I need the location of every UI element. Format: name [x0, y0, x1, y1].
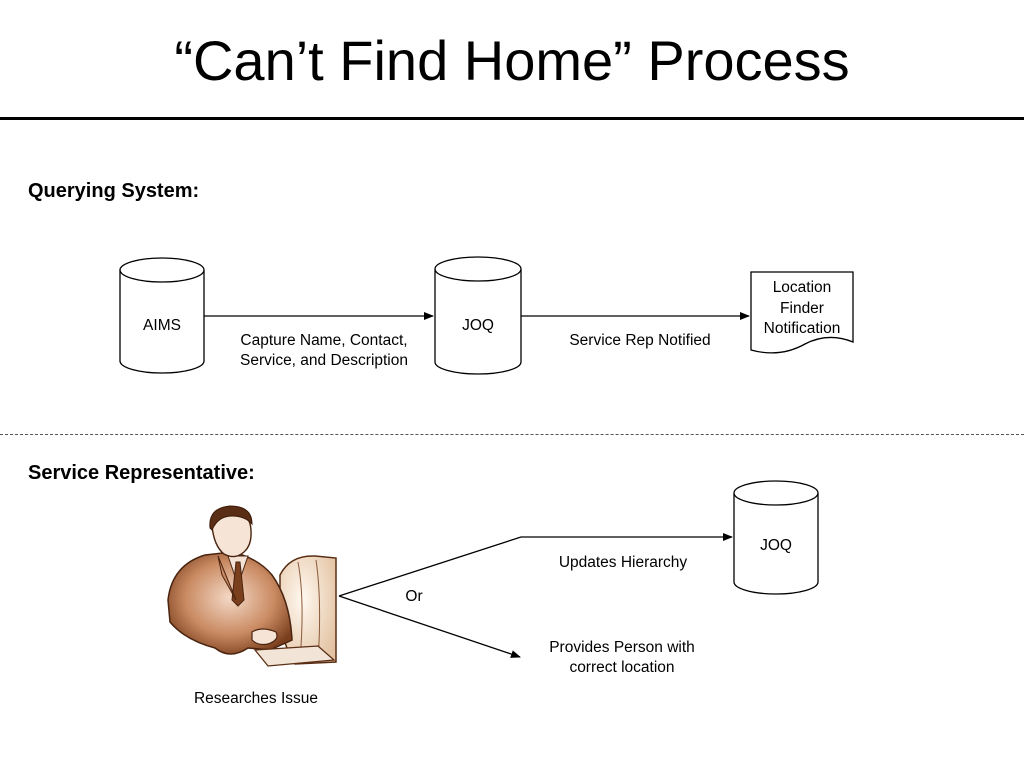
provides-line-2: correct location [569, 659, 675, 676]
aims-database-icon [119, 257, 205, 374]
service-rep-notified-label: Service Rep Notified [569, 332, 711, 349]
location-finder-document-icon [750, 271, 854, 354]
notification-label: Location Finder Notification [751, 278, 853, 340]
joq-label: JOQ [462, 317, 494, 334]
researches-issue-label: Researches Issue [193, 690, 319, 707]
aims-label: AIMS [143, 317, 181, 334]
section-divider [0, 434, 1024, 435]
notification-line-1: Location [772, 279, 832, 296]
capture-line-2: Service, and Description [240, 352, 408, 369]
updates-hierarchy-label: Updates Hierarchy [558, 554, 688, 571]
person-at-computer-icon [167, 505, 337, 667]
joq-database-icon-2 [733, 480, 819, 595]
title-underline [0, 117, 1024, 120]
arrow-to-provides-location [338, 595, 521, 658]
notification-line-2: Finder [780, 299, 824, 317]
capture-label: Capture Name, Contact, Service, and Desc… [214, 331, 434, 371]
or-label: Or [405, 588, 423, 605]
notification-line-3: Notification [763, 320, 841, 337]
joq-database-icon [434, 256, 522, 375]
provides-person-label: Provides Person with correct location [522, 638, 722, 678]
joq-label-2: JOQ [760, 537, 792, 554]
provides-line-1: Provides Person with [549, 639, 695, 656]
section-querying-system: Querying System: [28, 180, 200, 202]
arrow-to-joq-update [338, 533, 733, 597]
slide-title: “Can’t Find Home” Process [174, 29, 850, 92]
section-service-representative: Service Representative: [28, 462, 255, 484]
capture-line-1: Capture Name, Contact, [240, 332, 408, 349]
